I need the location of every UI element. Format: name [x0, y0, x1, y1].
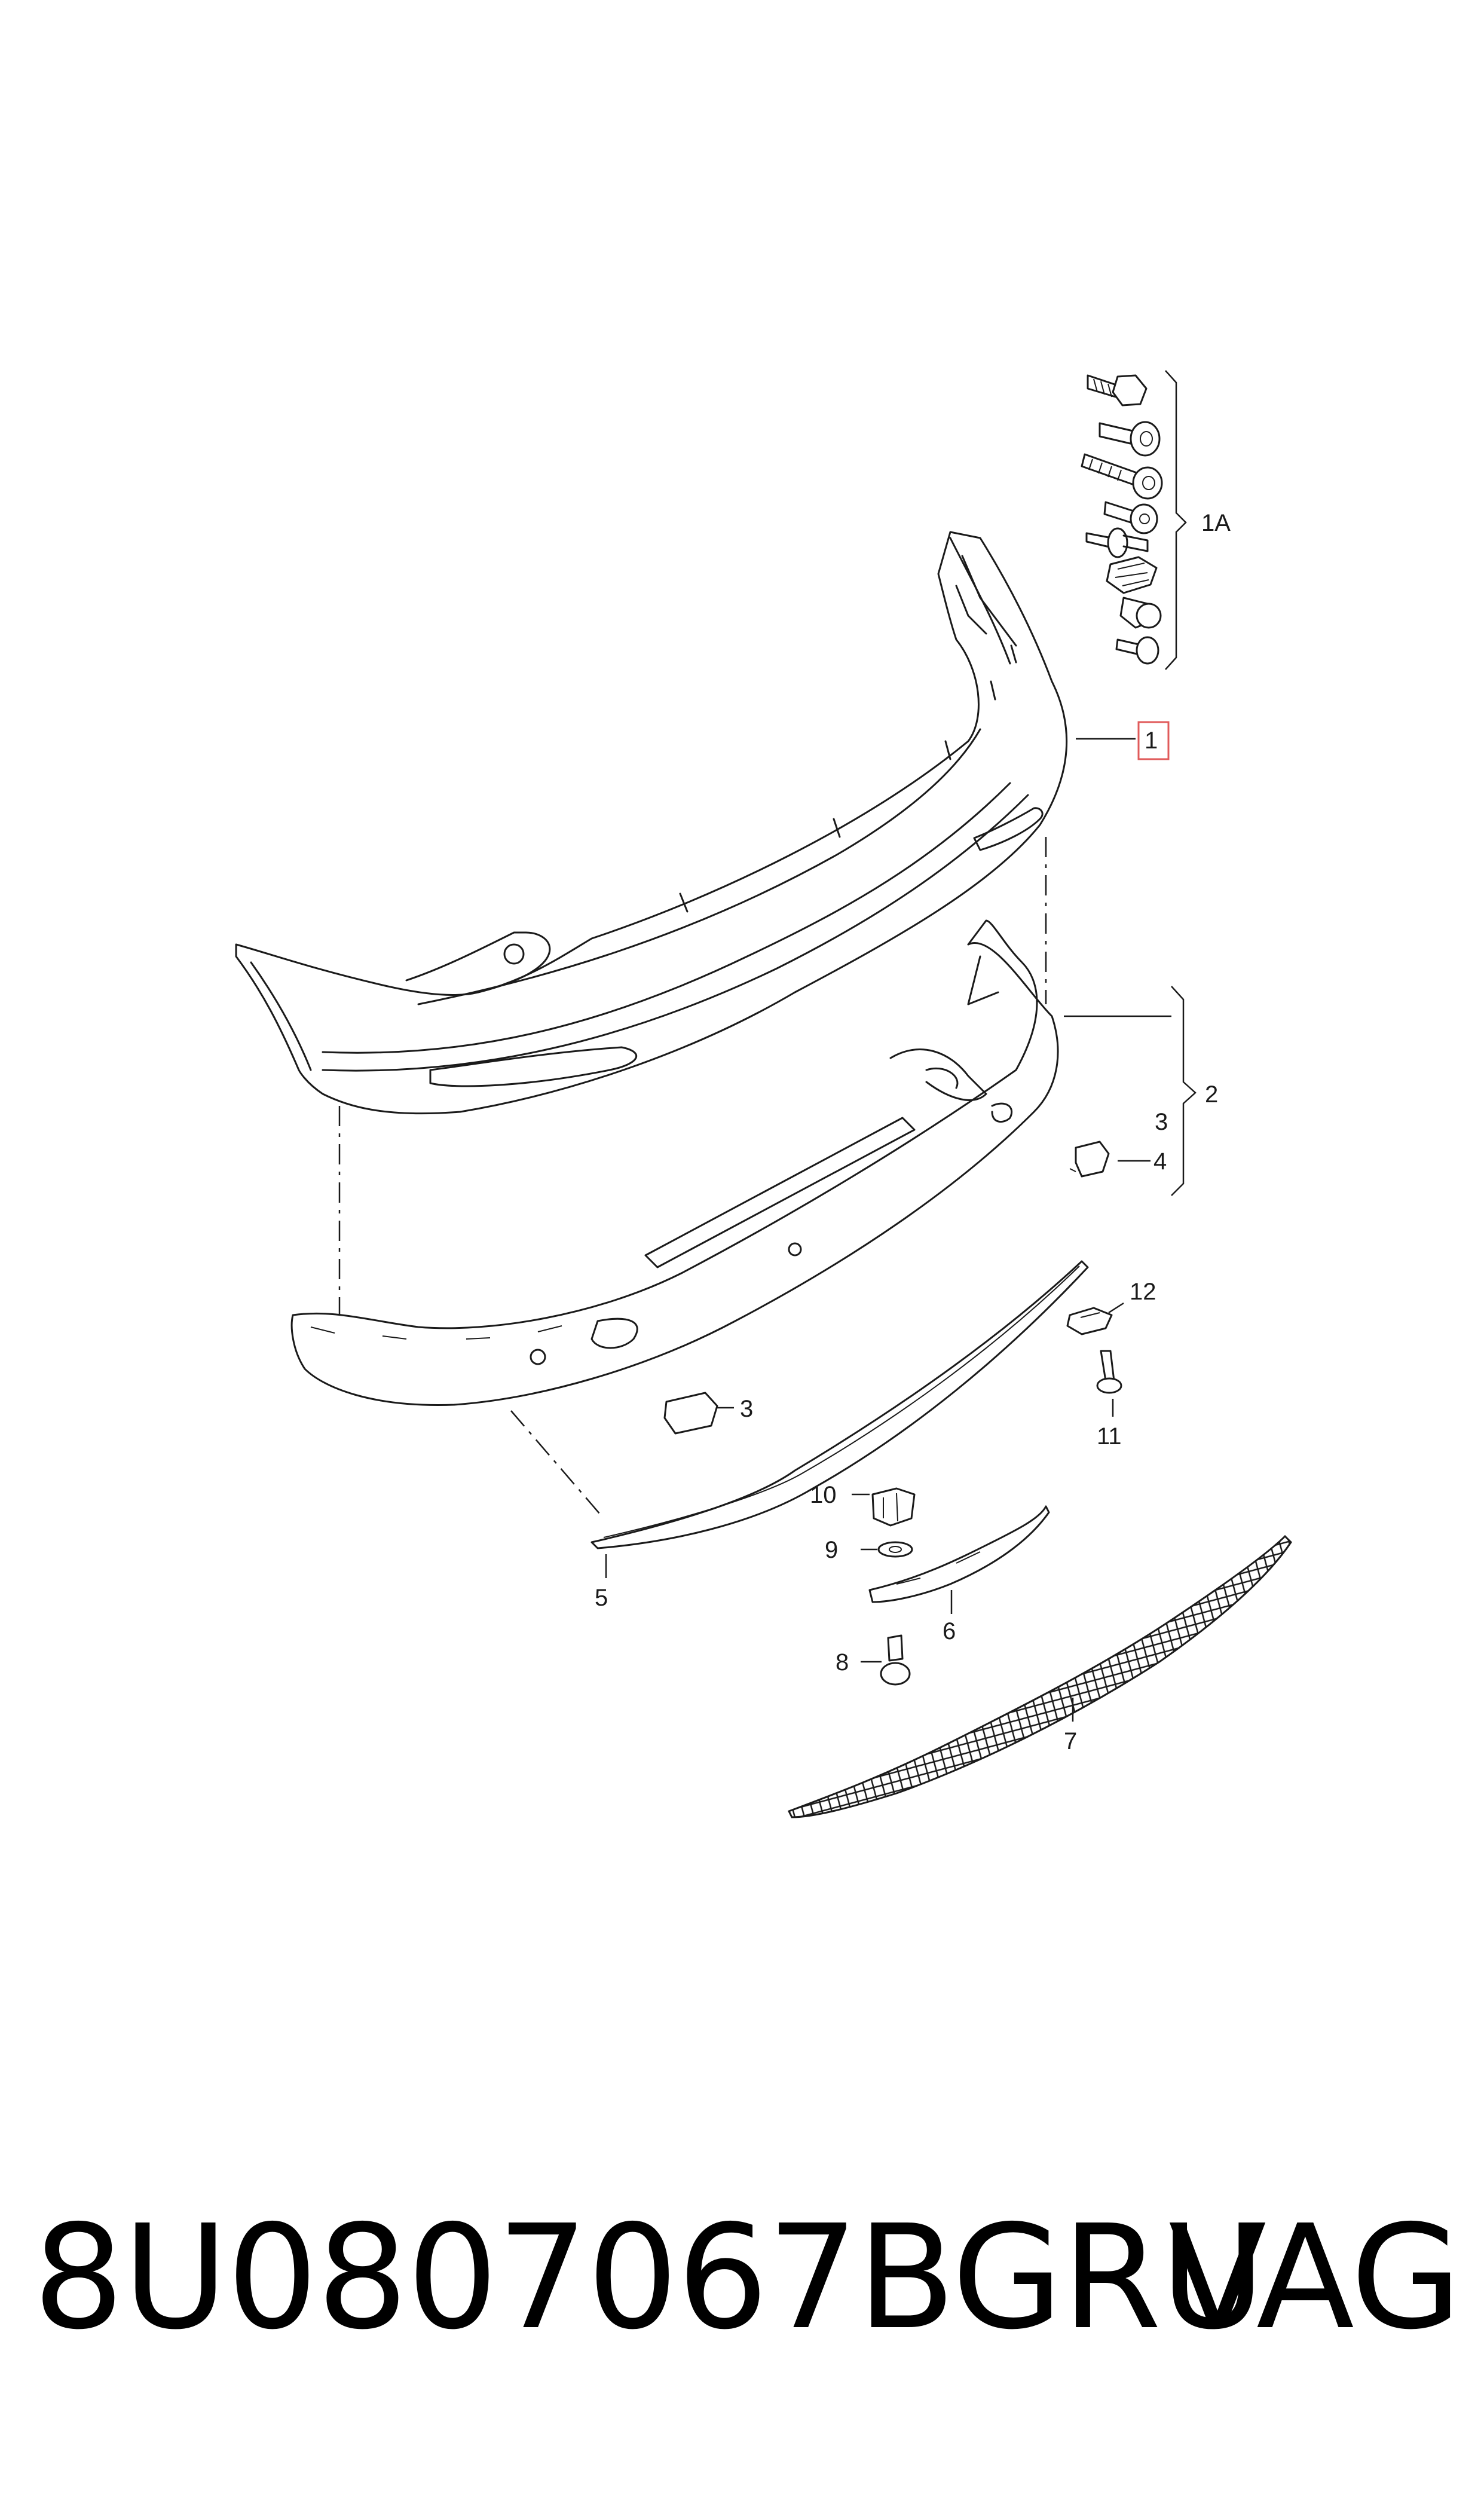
- footer-part-number: 8U0807067BGRU VAG: [33, 2188, 1462, 2367]
- mesh-grille-part-7: 7: [787, 1534, 1292, 1818]
- lower-bumper-part-2: 2 3: [290, 919, 1218, 1406]
- brand-name: VAG: [1168, 2194, 1462, 2361]
- callout-7[interactable]: 7: [1064, 1728, 1077, 1754]
- callout-1a[interactable]: 1A: [1201, 510, 1231, 536]
- part-number: 8U0807067BGRU: [33, 2194, 1265, 2361]
- bracket-2: [1171, 986, 1197, 1196]
- holder-part-6: 6: [868, 1505, 1050, 1644]
- callout-12[interactable]: 12: [1130, 1279, 1156, 1305]
- tow-hook-cap-part-3: 3: [663, 1392, 753, 1435]
- callout-3-lower[interactable]: 3: [740, 1396, 753, 1422]
- callout-9[interactable]: 9: [825, 1537, 838, 1563]
- flange-bolt-icon: [1099, 421, 1161, 457]
- clip-part-12: 12: [1066, 1279, 1156, 1335]
- bracket-part-10: 10: [810, 1482, 916, 1527]
- tow-hook-cap-part-4: 4: [1069, 1141, 1167, 1178]
- fastener-kit-1a: 1A: [1081, 370, 1231, 670]
- long-bolt-icon: [1081, 453, 1163, 500]
- callout-8[interactable]: 8: [836, 1649, 849, 1676]
- hex-bolt-icon: [1087, 374, 1148, 406]
- trim-strip-part-5: 5: [590, 1260, 1089, 1611]
- callout-4[interactable]: 4: [1153, 1148, 1167, 1175]
- bracket-1a: [1165, 370, 1187, 670]
- clip-part-8: 8: [836, 1634, 911, 1686]
- callout-5[interactable]: 5: [595, 1585, 608, 1611]
- assembly-lines: [338, 837, 1047, 1519]
- callout-6[interactable]: 6: [943, 1618, 956, 1644]
- torx-screw-icon: [1103, 501, 1158, 534]
- expanding-clip-icon: [1119, 597, 1162, 629]
- callout-11[interactable]: 11: [1097, 1423, 1122, 1450]
- spring-clip-icon: [1106, 556, 1158, 594]
- plastic-rivet-icon: [1115, 636, 1159, 665]
- highlight-box: [1137, 721, 1170, 760]
- rivet-icon: [1085, 527, 1149, 558]
- washer-part-9: 9: [825, 1537, 913, 1563]
- callout-1[interactable]: 1: [1145, 727, 1158, 754]
- callout-3-upper[interactable]: 3: [1155, 1109, 1168, 1135]
- callout-2[interactable]: 2: [1205, 1081, 1218, 1108]
- screw-part-11: 11: [1096, 1350, 1122, 1450]
- bumper-cover-part-1: 1: [235, 531, 1170, 1115]
- callout-10[interactable]: 10: [810, 1482, 837, 1508]
